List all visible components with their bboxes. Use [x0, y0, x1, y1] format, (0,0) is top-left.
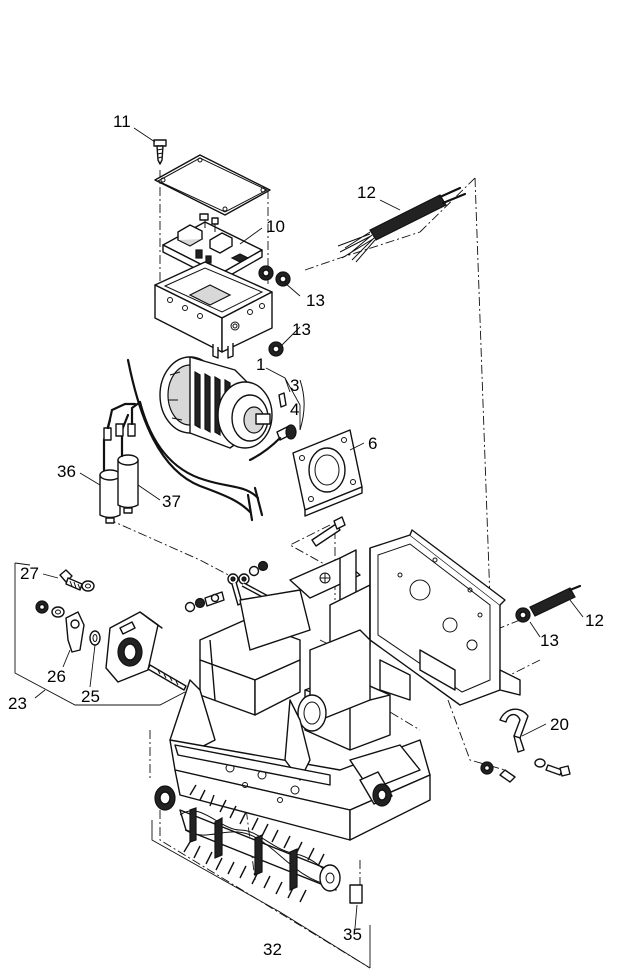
terminal-hardware [184, 560, 271, 613]
clip-25 [89, 630, 101, 646]
callout-12-upper: 12 [357, 183, 376, 202]
callout-36: 36 [57, 462, 76, 481]
washer-27a [81, 580, 95, 592]
screw-11 [153, 139, 167, 165]
callout-35: 35 [343, 925, 362, 944]
callout-13-upper: 13 [306, 291, 325, 310]
callout-23: 23 [8, 694, 27, 713]
gasket-plate-6 [292, 429, 363, 517]
grommet-13-upper [258, 265, 291, 287]
capacitor-37 [117, 413, 139, 514]
callout-27: 27 [20, 564, 39, 583]
callout-3: 3 [290, 376, 299, 395]
brush-roller-32 [154, 784, 341, 903]
callout-26: 26 [47, 667, 66, 686]
lever-26 [65, 611, 85, 653]
chassis-bolt-upper [311, 516, 346, 547]
control-box-lid [154, 154, 271, 216]
main-chassis [169, 589, 431, 841]
bracket-screw-27 [59, 569, 83, 591]
nut-left [35, 600, 65, 618]
switch-housing-23 [105, 611, 187, 691]
callout-20: 20 [550, 715, 569, 734]
callout-25: 25 [81, 687, 100, 706]
wire-harness-12-upper [337, 186, 467, 263]
callout-11: 11 [113, 112, 131, 131]
brush-32-outline [151, 820, 371, 969]
washer-nut-lower [480, 758, 571, 783]
bracket-20 [499, 708, 529, 753]
callout-32: 32 [263, 940, 282, 959]
callout-12-lower: 12 [585, 611, 604, 630]
callout-13-middle: 13 [292, 320, 311, 339]
control-box-housing [154, 261, 273, 359]
capacitor-wiring [103, 358, 264, 522]
motor-1 [159, 356, 273, 449]
callout-37: 37 [162, 492, 181, 511]
wire-harness-12-lower [515, 584, 582, 623]
leader-lines [14, 127, 584, 929]
bracket-23-outline [14, 563, 186, 706]
grommet-13-middle [268, 341, 284, 357]
callout-1: 1 [256, 355, 265, 374]
callout-4: 4 [290, 400, 299, 419]
callout-13-lower: 13 [540, 631, 559, 650]
callout-6: 6 [368, 434, 377, 453]
cable-fitting-4 [248, 379, 305, 462]
end-cap-35 [349, 884, 363, 904]
key-3 [278, 392, 287, 408]
callout-10: 10 [266, 217, 285, 236]
right-frame [369, 529, 521, 706]
